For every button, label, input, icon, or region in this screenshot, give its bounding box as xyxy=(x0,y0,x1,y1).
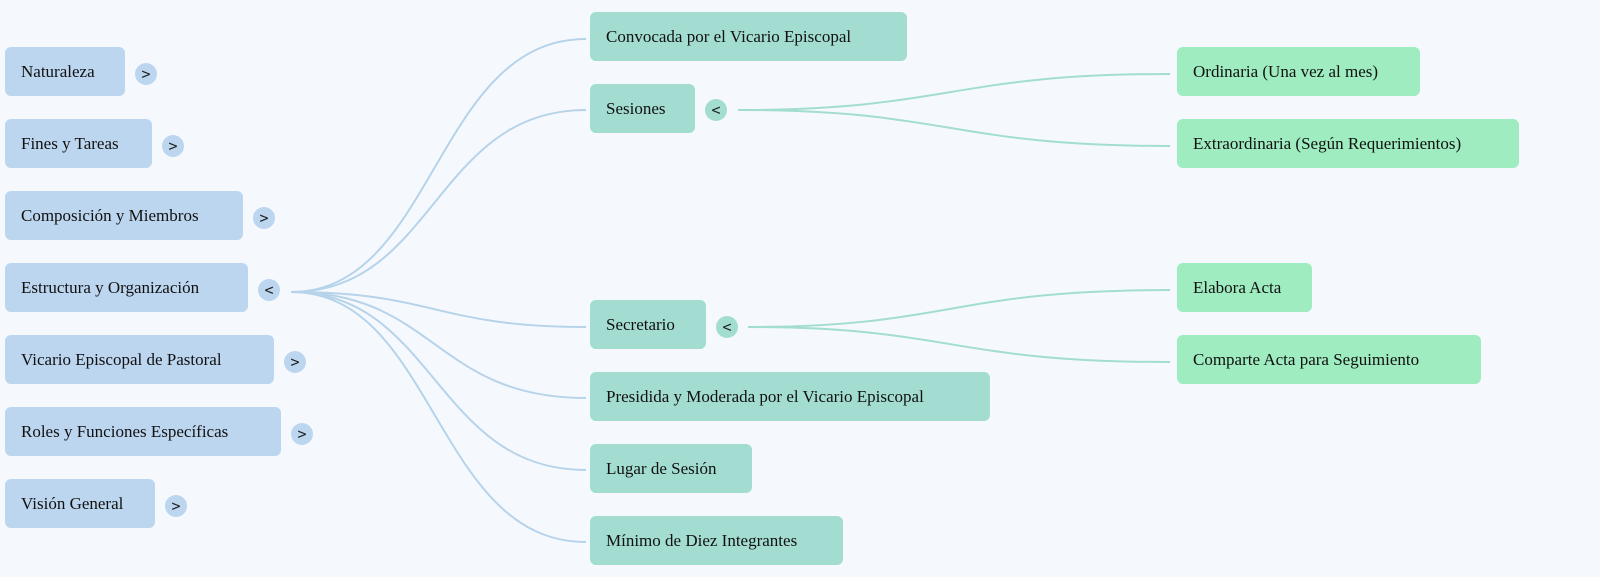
node-label: Vicario Episcopal de Pastoral xyxy=(21,349,222,369)
node-naturaleza[interactable]: Naturaleza xyxy=(5,47,125,96)
node-secretario[interactable]: Secretario xyxy=(590,300,706,349)
node-label: Naturaleza xyxy=(21,61,95,81)
node-label: Extraordinaria (Según Requerimientos) xyxy=(1193,133,1462,153)
expand-toggle-naturaleza[interactable]: > xyxy=(135,63,157,85)
link-estructura-lugar xyxy=(290,291,587,471)
node-label: Estructura y Organización xyxy=(21,277,200,297)
node-label: Composición y Miembros xyxy=(21,205,199,225)
node-label: Mínimo de Diez Integrantes xyxy=(606,530,798,550)
node-comparte-acta[interactable]: Comparte Acta para Seguimiento xyxy=(1177,335,1481,384)
node-label: Convocada por el Vicario Episcopal xyxy=(606,26,852,46)
node-label: Sesiones xyxy=(606,98,666,118)
node-vision-general[interactable]: Visión General xyxy=(5,479,155,528)
node-label: Visión General xyxy=(21,493,124,513)
collapse-toggle-secretario[interactable]: < xyxy=(716,316,738,338)
node-sesiones[interactable]: Sesiones xyxy=(590,84,695,133)
node-label: Ordinaria (Una vez al mes) xyxy=(1193,61,1379,81)
link-estructura-convocada xyxy=(290,38,587,293)
node-vicario-episcopal-de-pastoral[interactable]: Vicario Episcopal de Pastoral xyxy=(5,335,274,384)
link-secretario-elabora xyxy=(747,289,1171,328)
expand-toggle-composicion[interactable]: > xyxy=(253,207,275,229)
link-estructura-sesiones xyxy=(290,109,587,293)
expand-toggle-fines-y-tareas[interactable]: > xyxy=(162,135,184,157)
node-estructura-y-organizacion[interactable]: Estructura y Organización xyxy=(5,263,248,312)
collapse-toggle-estructura[interactable]: < xyxy=(258,279,280,301)
node-composicion-y-miembros[interactable]: Composición y Miembros xyxy=(5,191,243,240)
node-label: Lugar de Sesión xyxy=(606,458,717,478)
collapse-toggle-sesiones[interactable]: < xyxy=(705,99,727,121)
expand-toggle-vicario[interactable]: > xyxy=(284,351,306,373)
node-minimo-de-diez[interactable]: Mínimo de Diez Integrantes xyxy=(590,516,843,565)
node-fines-y-tareas[interactable]: Fines y Tareas xyxy=(5,119,152,168)
node-label: Fines y Tareas xyxy=(21,133,119,153)
node-lugar-de-sesion[interactable]: Lugar de Sesión xyxy=(590,444,752,493)
node-convocada[interactable]: Convocada por el Vicario Episcopal xyxy=(590,12,907,61)
node-ordinaria[interactable]: Ordinaria (Una vez al mes) xyxy=(1177,47,1420,96)
link-estructura-minimo xyxy=(290,291,587,543)
node-extraordinaria[interactable]: Extraordinaria (Según Requerimientos) xyxy=(1177,119,1519,168)
node-presidida[interactable]: Presidida y Moderada por el Vicario Epis… xyxy=(590,372,990,421)
expand-toggle-roles[interactable]: > xyxy=(291,423,313,445)
link-secretario-comparte xyxy=(747,326,1171,363)
expand-toggle-vision[interactable]: > xyxy=(165,495,187,517)
node-label: Elabora Acta xyxy=(1193,277,1282,297)
link-sesiones-ordinaria xyxy=(737,73,1171,111)
link-estructura-secretario xyxy=(290,291,587,328)
node-label: Comparte Acta para Seguimiento xyxy=(1193,349,1420,369)
link-sesiones-extraordinaria xyxy=(737,109,1171,147)
node-label: Secretario xyxy=(606,314,675,334)
node-label: Roles y Funciones Específicas xyxy=(21,421,229,441)
node-roles-y-funciones[interactable]: Roles y Funciones Específicas xyxy=(5,407,281,456)
node-elabora-acta[interactable]: Elabora Acta xyxy=(1177,263,1312,312)
link-estructura-presidida xyxy=(290,291,587,399)
node-label: Presidida y Moderada por el Vicario Epis… xyxy=(606,386,924,406)
